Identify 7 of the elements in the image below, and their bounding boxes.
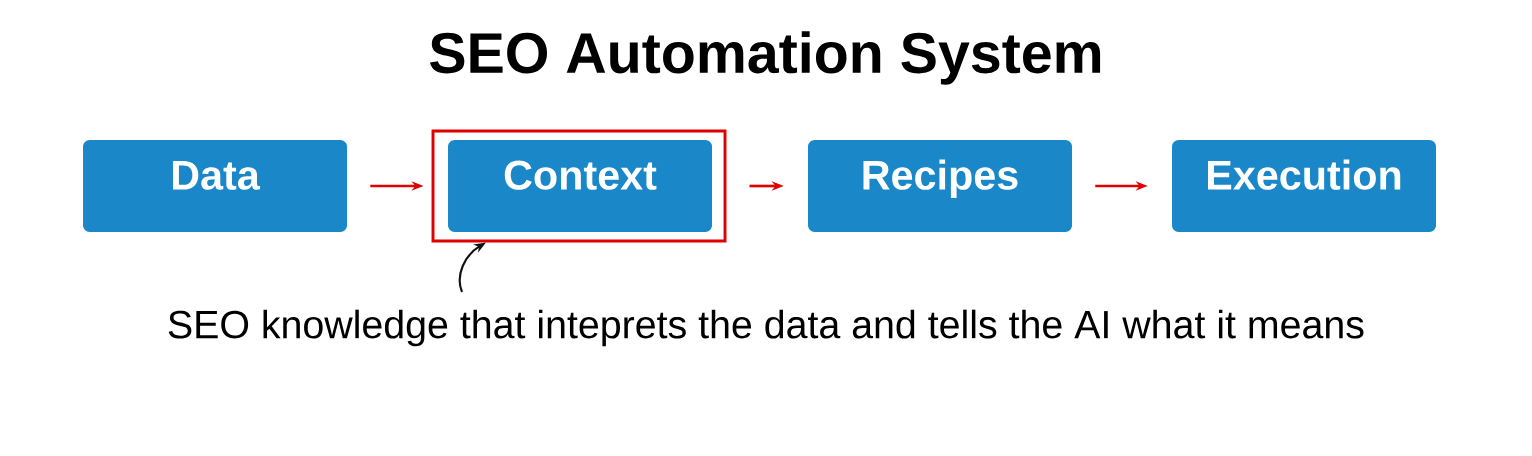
highlight-frame — [431, 129, 727, 243]
process-box: Data — [83, 140, 347, 232]
process-box: Context — [448, 140, 712, 232]
process-box: Recipes — [808, 140, 1072, 232]
annotation-text: SEO knowledge that inteprets the data and tells the AI what it means — [168, 309, 1364, 347]
process-box: Execution — [1172, 140, 1436, 232]
title: SEO Automation System — [430, 31, 1101, 85]
